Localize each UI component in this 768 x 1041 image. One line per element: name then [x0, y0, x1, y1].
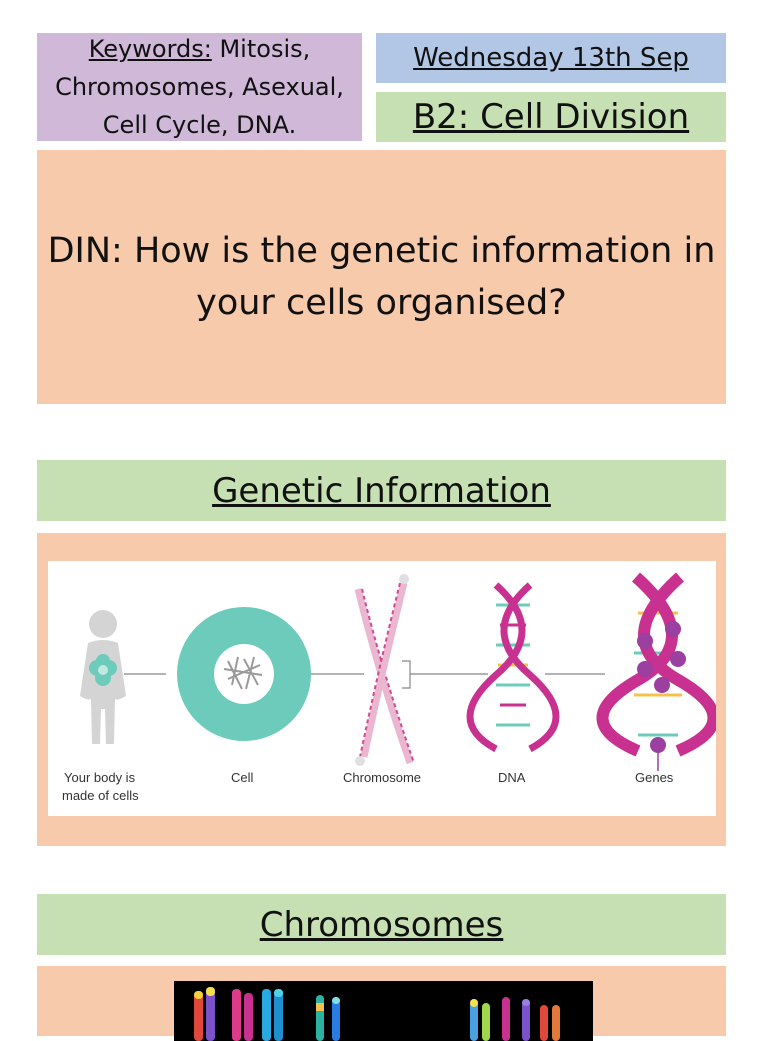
date-text: Wednesday 13th Sep — [413, 43, 689, 73]
din-question-box: DIN: How is the genetic information in y… — [37, 150, 726, 404]
chromosome-icon — [354, 574, 415, 766]
chromosomes-panel — [37, 966, 726, 1041]
chromosome-pair-7 — [540, 1005, 560, 1041]
caption-cell: Cell — [231, 770, 254, 785]
date-box: Wednesday 13th Sep — [376, 33, 726, 83]
caption-chromosome: Chromosome — [343, 770, 421, 785]
caption-genes: Genes — [635, 770, 674, 785]
chromosomes-heading-box: Chromosomes — [37, 894, 726, 955]
chromosome-pair-4 — [316, 995, 340, 1041]
karyotype-image — [174, 981, 593, 1041]
lesson-title-box: B2: Cell Division — [376, 92, 726, 142]
genes-icon — [596, 572, 720, 771]
keywords-list-1: Mitosis, — [211, 35, 311, 63]
cell-icon — [177, 607, 311, 741]
lesson-title: B2: Cell Division — [412, 97, 690, 137]
genetic-information-panel: Your body is made of cells Cell Chromoso… — [37, 533, 726, 846]
chromosome-pair-2 — [232, 989, 253, 1041]
keywords-line-1: Keywords: Mitosis, — [55, 30, 344, 68]
genetic-information-heading: Genetic Information — [212, 470, 551, 511]
caption-dna: DNA — [498, 770, 526, 785]
keywords-label: Keywords: — [88, 35, 212, 63]
din-line-2: your cells organised? — [196, 283, 567, 323]
chromosome-pair-6 — [502, 997, 530, 1041]
genetic-hierarchy-diagram: Your body is made of cells Cell Chromoso… — [48, 561, 720, 816]
din-line-1: DIN: How is the genetic information in — [47, 231, 716, 271]
genetic-information-heading-box: Genetic Information — [37, 460, 726, 521]
keywords-line-3: Cell Cycle, DNA. — [102, 111, 297, 139]
dna-icon — [466, 582, 560, 753]
caption-body-line-2: made of cells — [62, 788, 139, 803]
keywords-line-2: Chromosomes, Asexual, — [55, 73, 344, 101]
keywords-box: Keywords: Mitosis, Chromosomes, Asexual,… — [37, 33, 362, 141]
chromosome-pair-5 — [470, 999, 490, 1041]
chromosomes-heading: Chromosomes — [259, 904, 504, 945]
person-icon — [80, 610, 126, 744]
chromosome-pair-3 — [262, 989, 283, 1041]
chromosome-pair-1 — [194, 987, 215, 1041]
caption-body-line-1: Your body is — [64, 770, 136, 785]
